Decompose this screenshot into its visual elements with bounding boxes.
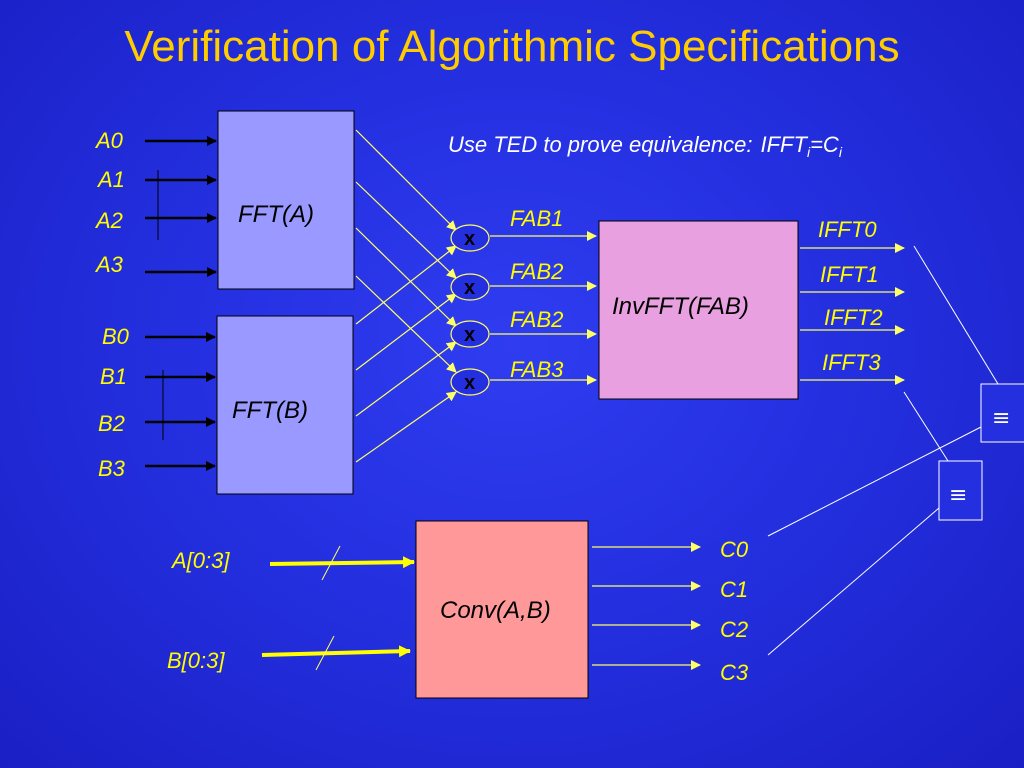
input-label-b1: B1 bbox=[100, 364, 127, 389]
conv-input-arrow-b bbox=[261, 645, 411, 658]
ifft-label-3: IFFT3 bbox=[822, 350, 881, 375]
input-label-a3: A3 bbox=[94, 252, 124, 277]
ifft-label-2: IFFT2 bbox=[824, 305, 883, 330]
slide-title: Verification of Algorithmic Specificatio… bbox=[124, 22, 900, 71]
fft-b-block bbox=[216, 315, 354, 495]
fft-a-output-wires bbox=[355, 129, 457, 373]
multipliers: x x x x bbox=[450, 224, 490, 396]
input-label-b3: B3 bbox=[98, 456, 126, 481]
input-label-a2: A2 bbox=[94, 208, 123, 233]
equivalence-box-upper bbox=[980, 383, 1024, 443]
input-label-b0: B0 bbox=[102, 324, 130, 349]
fab-wires bbox=[490, 231, 597, 385]
multiplier-node: x bbox=[450, 224, 490, 252]
ifft-label-0: IFFT0 bbox=[818, 217, 877, 242]
ifft-output-wires bbox=[800, 243, 905, 385]
fft-b-label: FFT(B) bbox=[232, 397, 308, 424]
fft-a-label: FFT(A) bbox=[238, 201, 314, 228]
multiplier-node: x bbox=[450, 368, 490, 396]
equivalence-icon: ≡ bbox=[992, 406, 1010, 431]
conv-output-label-2: C2 bbox=[720, 617, 748, 642]
equivalence-box-lower bbox=[938, 460, 983, 521]
fab-label-1: FAB1 bbox=[510, 206, 563, 231]
fab-label-2: FAB2 bbox=[510, 259, 563, 284]
invfft-label: InvFFT(FAB) bbox=[612, 293, 749, 320]
conv-input-arrow-a bbox=[269, 556, 415, 569]
input-label-a1: A1 bbox=[96, 167, 125, 192]
conv-output-label-3: C3 bbox=[720, 660, 749, 685]
multiplier-label: x bbox=[464, 372, 475, 394]
input-label-b2: B2 bbox=[98, 411, 125, 436]
bus-slash-b bbox=[315, 635, 335, 671]
multiplier-node: x bbox=[450, 320, 490, 348]
equivalence-connectors bbox=[767, 245, 999, 656]
conv-output-label-1: C1 bbox=[720, 577, 748, 602]
conv-output-wires bbox=[592, 542, 701, 670]
fft-a-block bbox=[217, 110, 355, 290]
multiplier-label: x bbox=[464, 324, 475, 346]
invfft-block bbox=[598, 220, 799, 400]
fab-label-3: FAB2 bbox=[510, 307, 563, 332]
conv-block bbox=[415, 520, 589, 699]
conv-output-label-0: C0 bbox=[720, 537, 749, 562]
multiplier-label: x bbox=[464, 228, 475, 250]
bus-slash-a bbox=[321, 545, 341, 581]
equivalence-icon: ≡ bbox=[949, 483, 967, 508]
b-inputs: B0 B1 B2 B3 bbox=[98, 324, 216, 481]
conv-input-label-b: B[0:3] bbox=[167, 648, 225, 673]
conv-label: Conv(A,B) bbox=[440, 597, 551, 624]
multiplier-label: x bbox=[464, 277, 475, 299]
multiplier-node: x bbox=[450, 273, 490, 301]
a-inputs: A0 A1 A2 A3 bbox=[94, 128, 217, 277]
fft-b-output-wires bbox=[355, 245, 457, 463]
fab-label-4: FAB3 bbox=[510, 357, 564, 382]
ifft-label-1: IFFT1 bbox=[820, 262, 879, 287]
conv-input-label-a: A[0:3] bbox=[170, 548, 230, 573]
equivalence-note: Use TED to prove equivalence:IFFTi=Ci bbox=[448, 132, 843, 160]
input-label-a0: A0 bbox=[94, 128, 124, 153]
